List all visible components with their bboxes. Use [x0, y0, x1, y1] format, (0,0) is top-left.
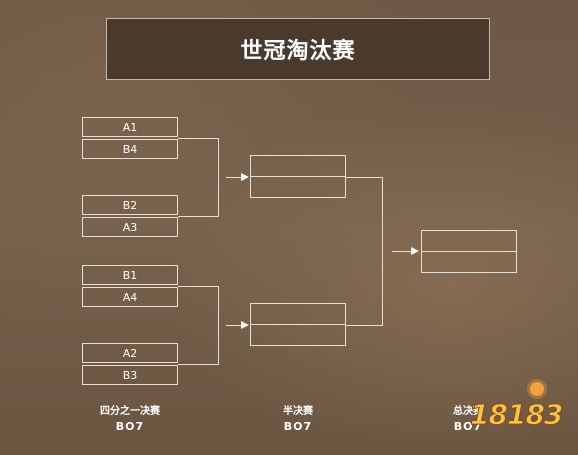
- sf1-slot-bottom: [250, 176, 346, 198]
- qf3-team-top: B1: [82, 265, 178, 285]
- arrow-line-final: [392, 251, 412, 252]
- sun-icon: [530, 382, 544, 396]
- connector-qf3: [178, 286, 218, 287]
- connector-qf4: [178, 364, 218, 365]
- round-format-semifinal: BO7: [283, 420, 313, 433]
- round-format-final: BO7: [453, 420, 483, 433]
- qf1-team-bottom: B4: [82, 139, 178, 159]
- site-watermark-logo: 18183: [469, 380, 570, 440]
- qf3-team-bottom: A4: [82, 287, 178, 307]
- final-slot-bottom: [421, 251, 517, 273]
- sf2-slot-bottom: [250, 324, 346, 346]
- connector-sf2: [345, 325, 382, 326]
- qf4-team-bottom: B3: [82, 365, 178, 385]
- title-banner: 世冠淘汰赛: [106, 18, 490, 80]
- arrow-sf1-icon: [241, 173, 249, 181]
- arrow-sf2-icon: [241, 321, 249, 329]
- round-label-final: 总决赛: [453, 406, 483, 417]
- connector-final-vertical: [382, 177, 383, 326]
- connector-qf2: [178, 216, 218, 217]
- connector-upper-vertical: [218, 138, 219, 217]
- qf2-team-bottom: A3: [82, 217, 178, 237]
- qf4-team-top: A2: [82, 343, 178, 363]
- watermark-text: 18183: [469, 398, 563, 432]
- round-format-quarterfinal: BO7: [115, 420, 145, 433]
- sf1-slot-top: [250, 155, 346, 177]
- arrow-final-icon: [411, 247, 419, 255]
- sf2-slot-top: [250, 303, 346, 325]
- bracket-title: 世冠淘汰赛: [240, 39, 356, 64]
- round-label-semifinal: 半决赛: [283, 406, 313, 417]
- final-slot-top: [421, 230, 517, 252]
- round-label-quarterfinal: 四分之一决赛: [100, 406, 160, 417]
- arrow-line-sf1: [226, 177, 242, 178]
- connector-qf1: [178, 138, 218, 139]
- connector-sf1: [345, 177, 382, 178]
- qf1-team-top: A1: [82, 117, 178, 137]
- connector-lower-vertical: [218, 286, 219, 365]
- arrow-line-sf2: [226, 325, 242, 326]
- qf2-team-top: B2: [82, 195, 178, 215]
